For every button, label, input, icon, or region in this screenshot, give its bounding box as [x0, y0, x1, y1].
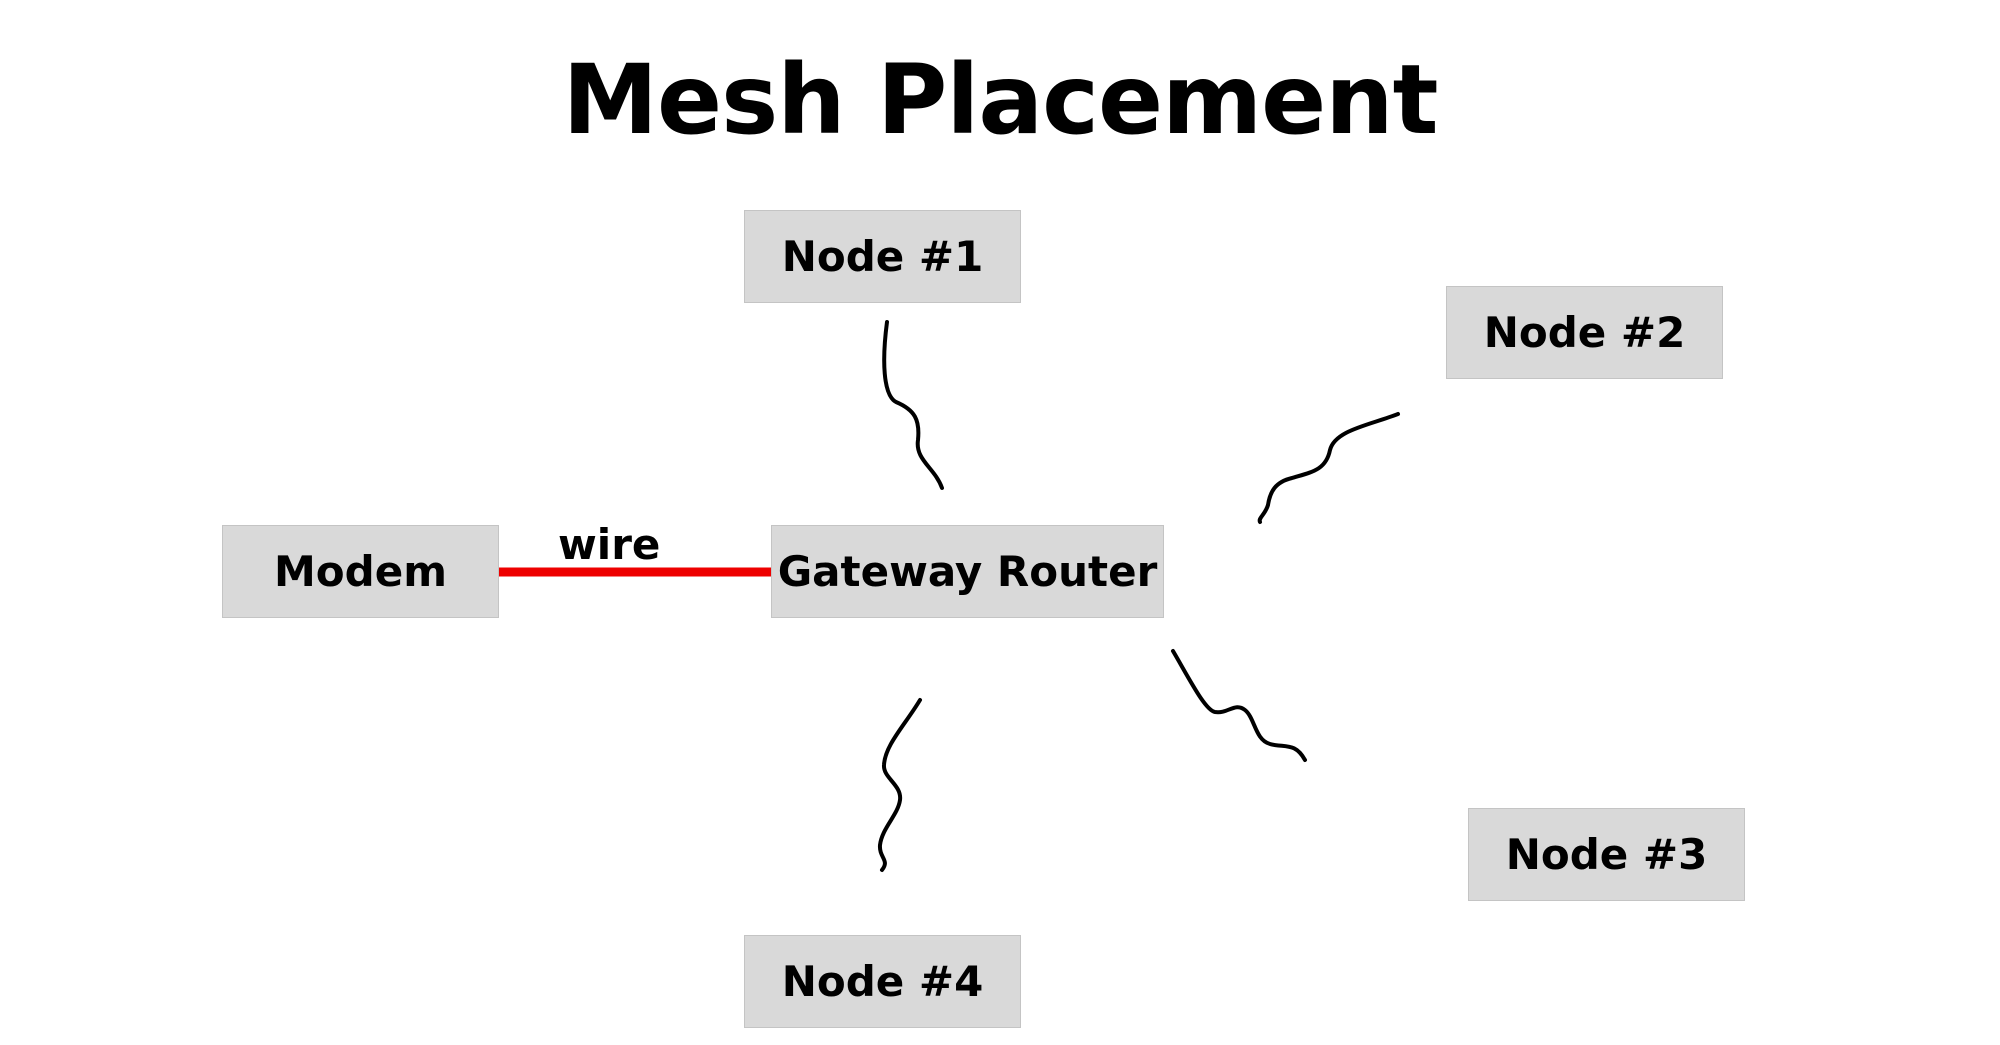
node-3-label: Node #3	[1505, 830, 1708, 879]
modem-box: Modem	[222, 525, 499, 618]
node-3-box: Node #3	[1468, 808, 1745, 901]
node-2-box: Node #2	[1446, 286, 1723, 379]
wireless-link-node1	[882, 320, 944, 490]
node-4-label: Node #4	[781, 957, 984, 1006]
diagram-title: Mesh Placement	[562, 44, 1439, 156]
gateway-router-box: Gateway Router	[771, 525, 1164, 618]
wireless-link-node2	[1257, 412, 1400, 524]
wireless-link-node4	[877, 698, 922, 872]
node-4-box: Node #4	[744, 935, 1021, 1028]
modem-label: Modem	[274, 547, 447, 596]
wireless-link-node3	[1171, 649, 1307, 762]
node-2-label: Node #2	[1483, 308, 1686, 357]
gateway-router-label: Gateway Router	[777, 547, 1158, 596]
wire-label: wire	[558, 520, 661, 569]
node-1-label: Node #1	[781, 232, 984, 281]
node-1-box: Node #1	[744, 210, 1021, 303]
